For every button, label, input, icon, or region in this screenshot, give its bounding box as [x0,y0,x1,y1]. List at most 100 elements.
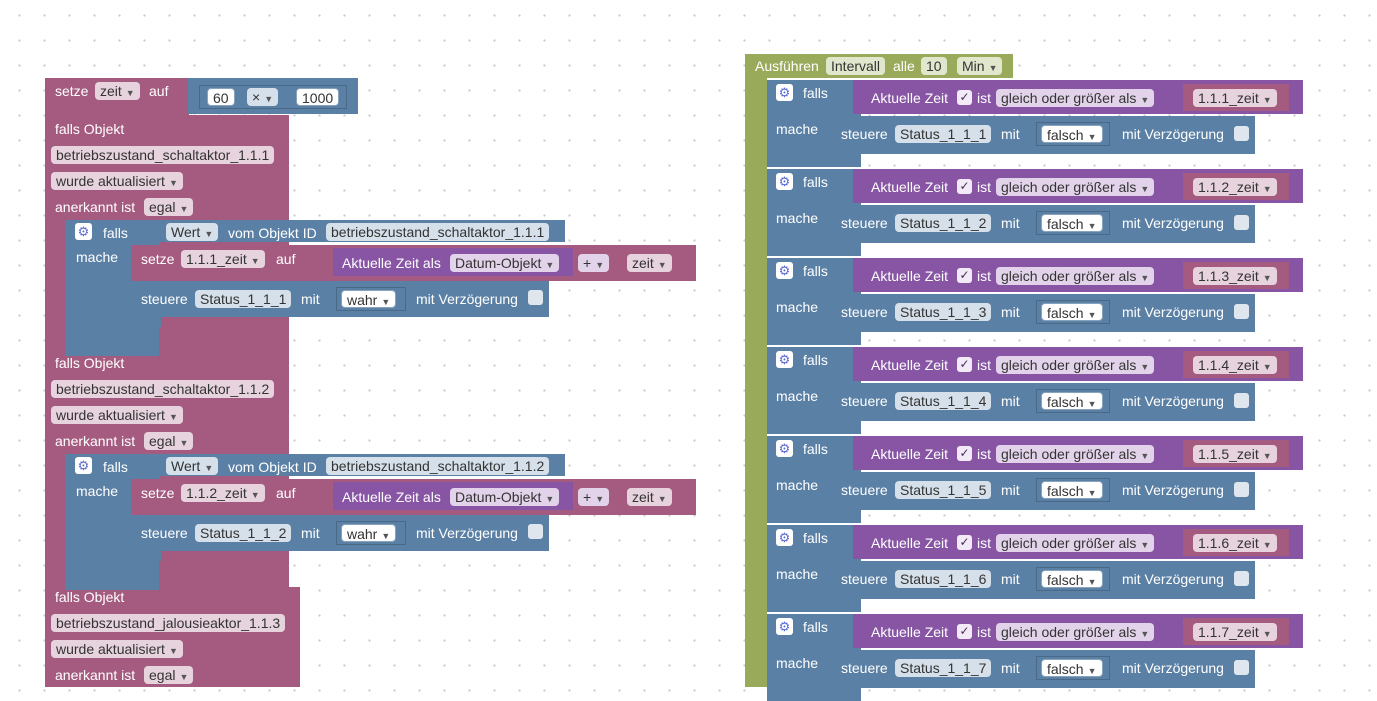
checkmark-icon[interactable]: ✓ [957,179,972,194]
time-format-dropdown-text: Datum-Objekt [455,489,542,505]
variable-dropdown-zeit[interactable]: zeit▼ [95,82,140,100]
event-dropdown[interactable]: wurde aktualisiert▼ [51,406,183,424]
status-field[interactable]: Status_1_1_2 [195,524,292,542]
if-object-id-field[interactable]: betriebszustand_schaltaktor_1.1.1 [326,223,550,241]
boolean-dropdown[interactable]: falsch▼ [1041,570,1103,588]
unit-dropdown[interactable]: Min▼ [957,57,1003,75]
mit-label: mit [1001,660,1020,676]
plus-operator-dropdown[interactable]: +▼ [578,488,610,506]
operator-dropdown[interactable]: ×▼ [247,88,279,106]
object-id-field[interactable]: betriebszustand_schaltaktor_1.1.1 [51,146,275,164]
gear-icon[interactable]: ⚙ [75,457,92,474]
time-variable-dropdown[interactable]: 1.1.7_zeit▼ [1193,623,1277,641]
time-variable-dropdown[interactable]: 1.1.2_zeit▼ [181,484,265,502]
delay-checkbox[interactable] [528,290,543,305]
wert-dropdown[interactable]: Wert▼ [166,223,219,241]
time-variable-dropdown[interactable]: 1.1.1_zeit▼ [1193,89,1277,107]
object-id-field-text: betriebszustand_schaltaktor_1.1.2 [56,381,270,397]
comparison-dropdown[interactable]: gleich oder größer als▼ [996,445,1155,463]
if-block-foot [131,551,161,561]
interval-dropdown[interactable]: Intervall [826,57,886,75]
comparison-dropdown[interactable]: gleich oder größer als▼ [996,178,1155,196]
delay-checkbox[interactable] [1234,660,1249,675]
gear-icon[interactable]: ⚙ [776,84,793,101]
object-id-field[interactable]: betriebszustand_jalousieaktor_1.1.3 [51,614,286,632]
dropdown-arrow-icon: ▼ [988,63,998,73]
comparison-dropdown[interactable]: gleich oder größer als▼ [996,623,1155,641]
status-field[interactable]: Status_1_1_2 [895,214,992,232]
status-field[interactable]: Status_1_1_6 [895,570,992,588]
time-variable-dropdown[interactable]: 1.1.5_zeit▼ [1193,445,1277,463]
gear-icon[interactable]: ⚙ [776,529,793,546]
time-variable-dropdown[interactable]: 1.1.1_zeit▼ [181,250,265,268]
boolean-dropdown[interactable]: falsch▼ [1041,659,1103,677]
event-dropdown[interactable]: wurde aktualisiert▼ [51,640,183,658]
acknowledged-dropdown[interactable]: egal▼ [144,666,194,684]
event-dropdown[interactable]: wurde aktualisiert▼ [51,172,183,190]
plus-operator-dropdown[interactable]: +▼ [578,254,610,272]
checkmark-icon[interactable]: ✓ [957,535,972,550]
zeit-variable-dropdown[interactable]: zeit▼ [627,488,672,506]
dropdown-arrow-icon: ▼ [1262,273,1272,283]
boolean-dropdown[interactable]: falsch▼ [1041,125,1103,143]
boolean-dropdown[interactable]: falsch▼ [1041,481,1103,499]
falls-label: falls [803,352,828,368]
time-format-dropdown[interactable]: Datum-Objekt▼ [450,254,560,272]
checkmark-icon[interactable]: ✓ [957,446,972,461]
value-input-socket [336,287,406,311]
gear-icon[interactable]: ⚙ [75,223,92,240]
delay-checkbox[interactable] [1234,215,1249,230]
boolean-dropdown[interactable]: wahr▼ [341,524,397,542]
value-input-socket [1036,122,1110,146]
number-input-60[interactable]: 60 [207,88,235,106]
delay-checkbox[interactable] [1234,571,1249,586]
status-field[interactable]: Status_1_1_7 [895,659,992,677]
delay-checkbox[interactable] [1234,482,1249,497]
number-input-1000[interactable]: 1000 [296,88,340,106]
if-object-id-field[interactable]: betriebszustand_schaltaktor_1.1.2 [326,457,550,475]
falls-label: falls [103,225,128,241]
ist-label: ist [977,624,991,640]
status-field[interactable]: Status_1_1_1 [895,125,992,143]
checkmark-icon[interactable]: ✓ [957,268,972,283]
boolean-dropdown[interactable]: falsch▼ [1041,303,1103,321]
gear-icon[interactable]: ⚙ [776,440,793,457]
status-field[interactable]: Status_1_1_5 [895,481,992,499]
time-variable-dropdown[interactable]: 1.1.2_zeit▼ [1193,178,1277,196]
checkmark-icon[interactable]: ✓ [957,90,972,105]
comparison-dropdown[interactable]: gleich oder größer als▼ [996,89,1155,107]
boolean-dropdown[interactable]: falsch▼ [1041,392,1103,410]
wert-dropdown[interactable]: Wert▼ [166,457,219,475]
acknowledged-dropdown[interactable]: egal▼ [144,198,194,216]
gear-icon[interactable]: ⚙ [776,351,793,368]
boolean-dropdown[interactable]: wahr▼ [341,290,397,308]
gear-icon[interactable]: ⚙ [776,173,793,190]
interval-value-input[interactable]: 10 [921,57,947,75]
time-variable-dropdown[interactable]: 1.1.4_zeit▼ [1193,356,1277,374]
delay-checkbox[interactable] [1234,304,1249,319]
boolean-dropdown-text: falsch [1047,216,1084,232]
comparison-dropdown[interactable]: gleich oder größer als▼ [996,534,1155,552]
delay-label: mit Verzögerung [1122,304,1224,320]
status-field[interactable]: Status_1_1_3 [895,303,992,321]
schedule-body[interactable] [745,78,767,687]
comparison-dropdown[interactable]: gleich oder größer als▼ [996,267,1155,285]
checkmark-icon[interactable]: ✓ [957,624,972,639]
time-variable-dropdown[interactable]: 1.1.6_zeit▼ [1193,534,1277,552]
delay-checkbox[interactable] [1234,393,1249,408]
gear-icon[interactable]: ⚙ [776,262,793,279]
checkmark-icon[interactable]: ✓ [957,357,972,372]
boolean-dropdown[interactable]: falsch▼ [1041,214,1103,232]
time-variable-dropdown[interactable]: 1.1.3_zeit▼ [1193,267,1277,285]
delay-checkbox[interactable] [528,524,543,539]
time-format-dropdown[interactable]: Datum-Objekt▼ [450,488,560,506]
acknowledged-dropdown[interactable]: egal▼ [144,432,194,450]
steuere-label: steuere [841,482,888,498]
comparison-dropdown[interactable]: gleich oder größer als▼ [996,356,1155,374]
gear-icon[interactable]: ⚙ [776,618,793,635]
object-id-field[interactable]: betriebszustand_schaltaktor_1.1.2 [51,380,275,398]
status-field[interactable]: Status_1_1_1 [195,290,292,308]
zeit-variable-dropdown[interactable]: zeit▼ [627,254,672,272]
delay-checkbox[interactable] [1234,126,1249,141]
status-field[interactable]: Status_1_1_4 [895,392,992,410]
